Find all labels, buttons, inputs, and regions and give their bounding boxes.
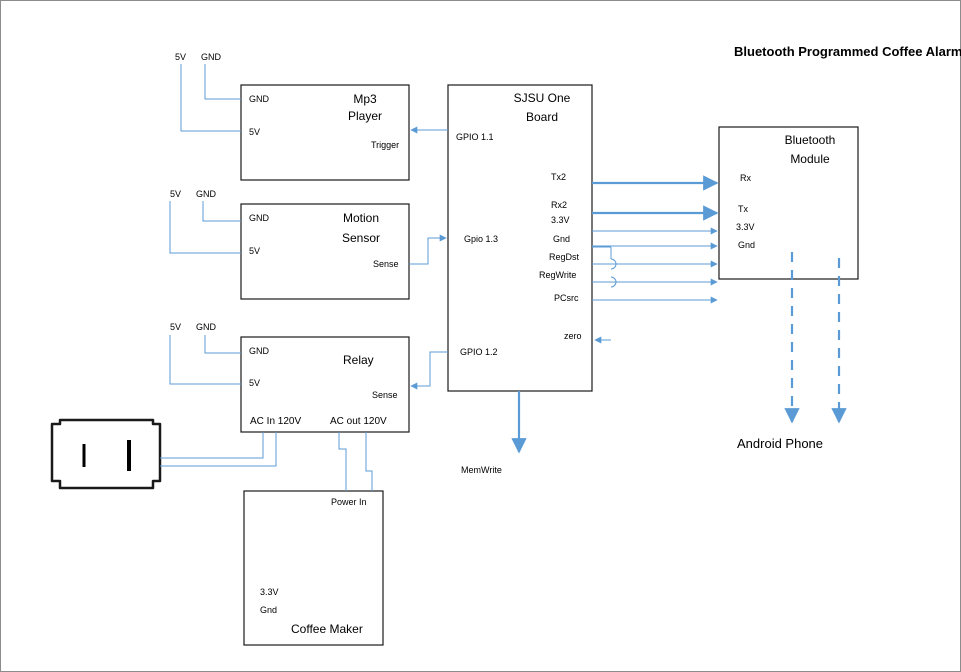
mp3-title-line1: Mp3	[353, 92, 377, 106]
bluetooth-3v3-pin: 3.3V	[736, 222, 755, 232]
board-gpio11-pin: GPIO 1.1	[456, 132, 494, 142]
bluetooth-gnd-pin: Gnd	[738, 240, 756, 250]
board-gnd-pin: Gnd	[553, 234, 571, 244]
board-title-line2: Board	[525, 110, 559, 124]
coffee-maker-title: Coffee Maker	[291, 622, 363, 636]
board-rx2-pin: Rx2	[551, 200, 568, 210]
motion-gnd-pin: GND	[249, 213, 269, 223]
relay-5v-pin: 5V	[249, 378, 261, 388]
bluetooth-tx-pin: Tx	[738, 204, 748, 214]
android-phone-label: Android Phone	[737, 436, 824, 451]
board-pcsrc-pin: PCsrc	[554, 293, 579, 303]
mp3-supply-5v: 5V	[175, 52, 187, 62]
relay-ac-out-label: AC out 120V	[330, 416, 387, 427]
coffee-3v3-pin: 3.3V	[260, 587, 279, 597]
motion-title-line1: Motion	[342, 211, 380, 225]
mp3-player-box	[240, 84, 410, 181]
wire-gpio12-relay	[410, 351, 448, 390]
relay-gnd-pin: GND	[249, 346, 269, 356]
coffee-power-in-pin: Power In	[331, 497, 367, 507]
wire-mp3-5v	[180, 64, 241, 132]
mp3-gnd-pin: GND	[249, 94, 269, 104]
memwrite-label: MemWrite	[461, 465, 502, 475]
wire-mp3-gnd	[204, 64, 241, 100]
motion-sense-pin: Sense	[373, 259, 399, 269]
wire-motion-gnd	[202, 201, 241, 222]
motion-sensor-box	[240, 203, 410, 300]
board-regdst-pin: RegDst	[549, 252, 580, 262]
motion-supply-5v: 5V	[170, 189, 182, 199]
motion-title-line2: Sensor	[341, 231, 381, 245]
mp3-5v-pin: 5V	[249, 127, 261, 137]
wire-relay-5v	[169, 335, 241, 385]
mp3-trigger-pin: Trigger	[371, 140, 400, 150]
relay-title: Relay	[343, 353, 374, 367]
bluetooth-rx-pin: Rx	[740, 173, 751, 183]
wire-ac-in-1	[160, 432, 264, 459]
board-title-line1: SJSU One	[513, 91, 571, 105]
bluetooth-title-line1: Bluetooth	[784, 133, 836, 147]
bluetooth-module-box	[718, 126, 859, 280]
diagram-title: Bluetooth Programmed Coffee Alarm	[734, 44, 961, 59]
power-outlet-icon	[50, 418, 162, 490]
wire-sense-gpio13	[409, 234, 447, 265]
wire-zero-hop-1	[610, 258, 617, 270]
relay-sense-pin: Sense	[372, 390, 398, 400]
motion-5v-pin: 5V	[249, 246, 261, 256]
bluetooth-title-line2: Module	[790, 152, 830, 166]
board-tx2-pin: Tx2	[551, 172, 567, 182]
mp3-title-line2: Player	[347, 109, 382, 123]
board-gpio12-pin: GPIO 1.2	[460, 347, 498, 357]
wire-ac-out-2	[365, 432, 373, 491]
relay-supply-gnd: GND	[196, 322, 216, 332]
wire-zero-hop-2	[610, 276, 617, 288]
board-gpio13-pin: Gpio 1.3	[464, 234, 499, 244]
coffee-gnd-pin: Gnd	[260, 605, 278, 615]
wire-relay-gnd	[204, 335, 241, 354]
wire-ac-out-1	[338, 432, 347, 491]
wire-motion-5v	[169, 201, 241, 254]
mp3-supply-gnd: GND	[201, 52, 221, 62]
board-3v3-pin: 3.3V	[551, 215, 570, 225]
coffee-maker-box	[243, 490, 384, 646]
sjsu-board-box	[447, 84, 593, 392]
relay-supply-5v: 5V	[170, 322, 182, 332]
board-zero-pin: zero	[564, 331, 582, 341]
relay-box	[240, 336, 410, 433]
wire-ac-in-2	[160, 432, 277, 467]
relay-ac-in-label: AC In 120V	[250, 416, 302, 427]
board-regwrite-pin: RegWrite	[539, 270, 577, 280]
motion-supply-gnd: GND	[196, 189, 216, 199]
